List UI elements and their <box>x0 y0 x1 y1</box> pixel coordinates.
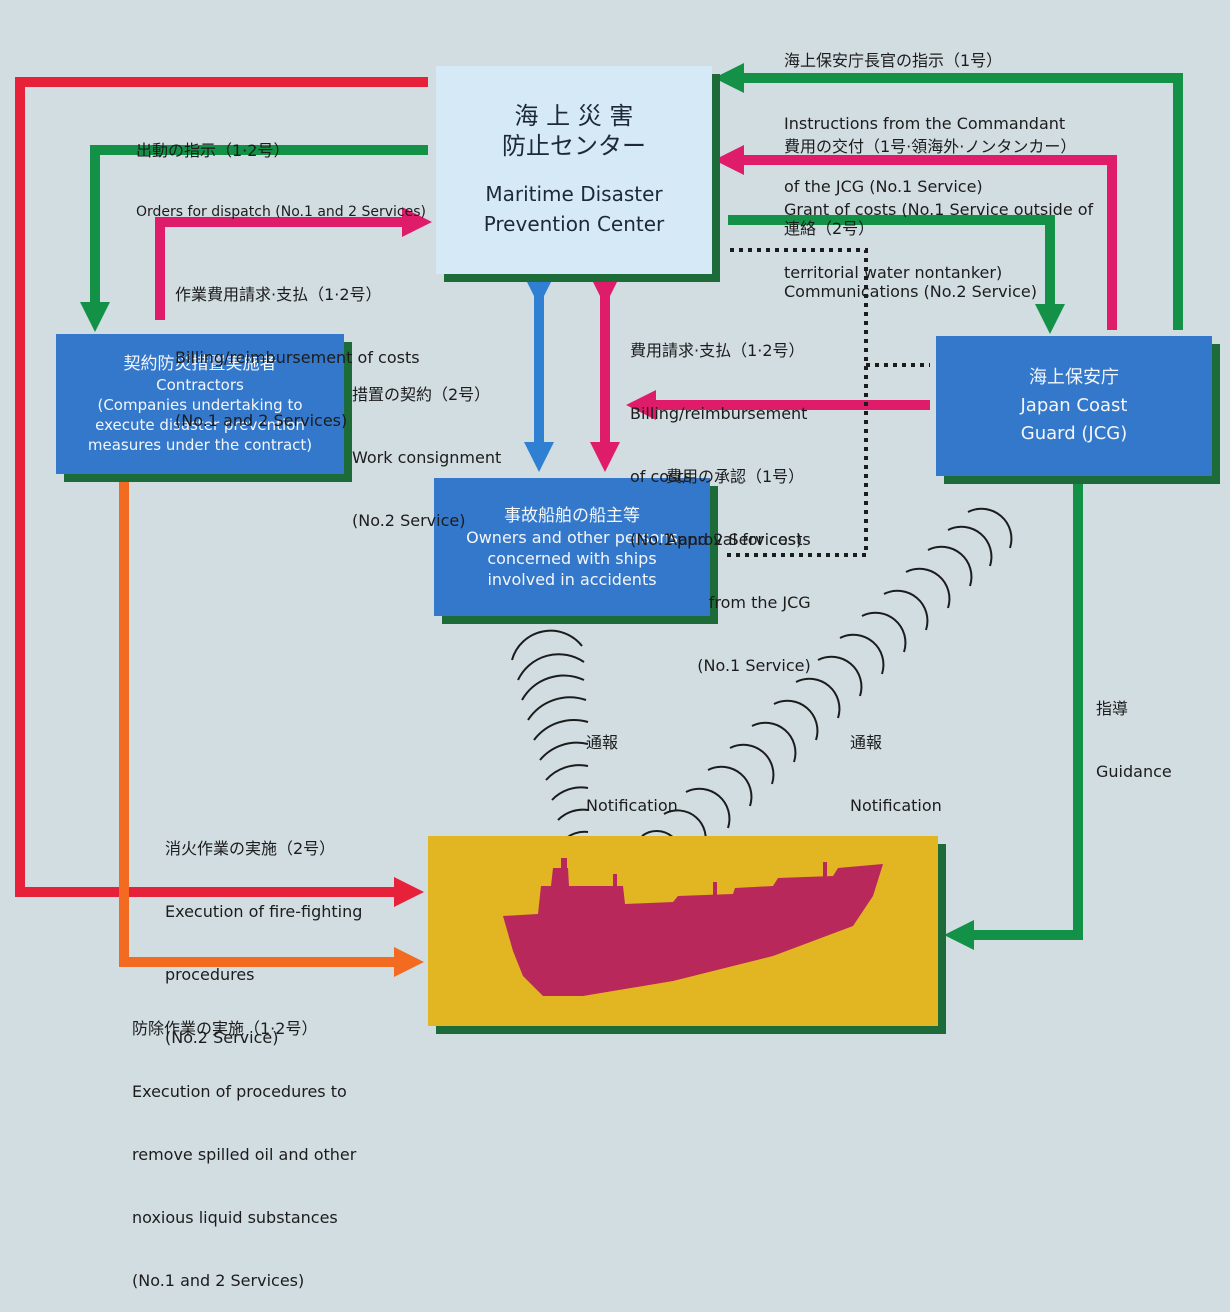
label-notification-left-en1: Notification <box>586 796 678 815</box>
label-billing-left-jp: 作業費用請求·支払（1·2号） <box>175 285 382 304</box>
center-jp-line1: 海 上 災 害 <box>514 102 634 130</box>
label-billing-right-en1: Billing/reimbursement <box>630 404 808 423</box>
ship-box <box>428 836 938 1026</box>
label-billing-right-jp: 費用請求·支払（1·2号） <box>630 341 805 360</box>
label-grant: 費用の交付（1号·領海外·ノンタンカー） Grant of costs (No.… <box>784 94 1093 304</box>
label-approval-jp: 費用の承認（1号） <box>666 467 805 486</box>
contractors-en-line2: (Companies undertaking to <box>97 396 303 414</box>
label-notification-right-jp: 通報 <box>850 733 883 752</box>
label-approval-en3: (No.1 Service) <box>697 656 811 675</box>
label-dispatch-jp: 出動の指示（1·2号） <box>136 141 290 160</box>
label-removal-en2: remove spilled oil and other <box>132 1145 357 1164</box>
label-notification-right-en1: Notification <box>850 796 942 815</box>
center-box: 海 上 災 害 防止センター Maritime Disaster Prevent… <box>436 66 712 274</box>
center-en-line2: Prevention Center <box>483 212 665 236</box>
arrow-firefighting <box>15 77 428 907</box>
label-grant-en2: territorial water nontanker) <box>784 263 1003 282</box>
contractors-jp: 契約防災措置実施者 <box>123 354 277 374</box>
label-approval-en1: Approval for costs <box>666 530 811 549</box>
label-guidance-en1: Guidance <box>1096 762 1172 781</box>
arrow-guidance <box>944 480 1083 950</box>
contractors-en-line3: execute disaster prevention <box>95 416 305 434</box>
label-instructions-en2: of the JCG (No.1 Service) <box>784 177 983 196</box>
label-billing-right-en3: (No.1 and 2 Services) <box>630 530 803 549</box>
label-billing-right-en2: of costs <box>630 467 693 486</box>
label-billing-left-en1: Billing/reimbursement of costs <box>175 348 420 367</box>
label-firefighting-en1: Execution of fire-fighting <box>165 902 363 921</box>
label-billing-right: 費用請求·支払（1·2号） Billing/reimbursement of c… <box>630 298 807 571</box>
owners-en-line1: Owners and other persons <box>466 527 678 547</box>
label-billing-left-en2: (No.1 and 2 Services) <box>175 411 348 430</box>
center-en-line1: Maritime Disaster <box>485 182 663 206</box>
center-jp-line2: 防止センター <box>502 132 646 160</box>
diagram-canvas <box>15 63 1183 977</box>
label-work: 措置の契約（2号） Work consignment (No.2 Service… <box>352 342 501 552</box>
label-notification-left-jp: 通報 <box>586 733 619 752</box>
jcg-jp: 海上保安庁 <box>1029 367 1119 388</box>
label-dispatch: 出動の指示（1·2号） Orders for dispatch (No.1 an… <box>136 98 426 242</box>
notification-waves-left <box>511 629 589 859</box>
label-guidance-jp: 指導 <box>1096 699 1129 718</box>
label-firefighting-jp: 消火作業の実施（2号） <box>165 839 336 858</box>
label-dispatch-en1: Orders for dispatch (No.1 and 2 Services… <box>136 204 426 220</box>
label-work-en2: (No.2 Service) <box>352 511 466 530</box>
owners-en-line2: concerned with ships <box>487 548 657 568</box>
label-notification-right: 通報 Notification <box>850 690 942 837</box>
label-firefighting-en3: (No.2 Service) <box>165 1028 279 1047</box>
label-instructions-en1: Instructions from the Commandant <box>784 114 1066 133</box>
contractors-box: 契約防災措置実施者 Contractors (Companies underta… <box>56 334 344 474</box>
label-firefighting: 消火作業の実施（2号） Execution of fire-fighting p… <box>165 796 362 1069</box>
label-removal-en1: Execution of procedures to <box>132 1082 347 1101</box>
label-guidance: 指導 Guidance <box>1096 656 1172 803</box>
jcg-box: 海上保安庁 Japan Coast Guard (JCG) <box>936 336 1212 476</box>
label-instructions: 海上保安庁長官の指示（1号） Instructions from the Com… <box>784 8 1065 218</box>
label-communications-jp: 連絡（2号） <box>784 219 875 238</box>
label-approval: 費用の承認（1号） Approval for costs from the JC… <box>666 424 811 697</box>
label-work-jp: 措置の契約（2号） <box>352 385 491 404</box>
owners-jp: 事故船舶の船主等 <box>504 505 640 526</box>
arrow-dispatch <box>80 145 428 332</box>
label-notification-left: 通報 Notification <box>586 690 678 837</box>
jcg-en-line2: Guard (JCG) <box>1020 423 1128 444</box>
contractors-en-line1: Contractors <box>156 376 244 394</box>
label-approval-en2: from the JCG <box>708 593 811 612</box>
label-grant-en1: Grant of costs (No.1 Service outside of <box>784 200 1094 219</box>
label-firefighting-en2: procedures <box>165 965 255 984</box>
arrow-billing-left <box>155 207 432 320</box>
label-removal-en3: noxious liquid substances <box>132 1208 338 1227</box>
contractors-en-line4: measures under the contract) <box>87 436 313 454</box>
owners-box: 事故船舶の船主等 Owners and other persons concer… <box>434 478 710 616</box>
dotted-link <box>726 248 868 557</box>
label-billing-left: 作業費用請求·支払（1·2号） Billing/reimbursement of… <box>175 242 420 452</box>
label-grant-jp: 費用の交付（1号·領海外·ノンタンカー） <box>784 137 1077 156</box>
label-removal-en4: (No.1 and 2 Services) <box>132 1271 305 1290</box>
arrow-communications <box>728 215 1065 334</box>
label-communications: 連絡（2号） Communications (No.2 Service) <box>784 176 1037 323</box>
label-work-en1: Work consignment <box>352 448 502 467</box>
arrow-removal <box>119 478 424 977</box>
label-removal-jp: 防除作業の実施（1·2号） <box>132 1019 318 1038</box>
arrow-instructions <box>714 63 1183 330</box>
owners-en-line3: involved in accidents <box>487 569 657 589</box>
label-communications-en1: Communications (No.2 Service) <box>784 282 1037 301</box>
label-instructions-jp: 海上保安庁長官の指示（1号） <box>784 51 1003 70</box>
jcg-en-line1: Japan Coast <box>1020 395 1128 416</box>
ship-icon <box>503 858 883 996</box>
arrow-grant <box>714 145 1117 330</box>
label-removal: 防除作業の実施（1·2号） Execution of procedures to… <box>132 976 356 1312</box>
